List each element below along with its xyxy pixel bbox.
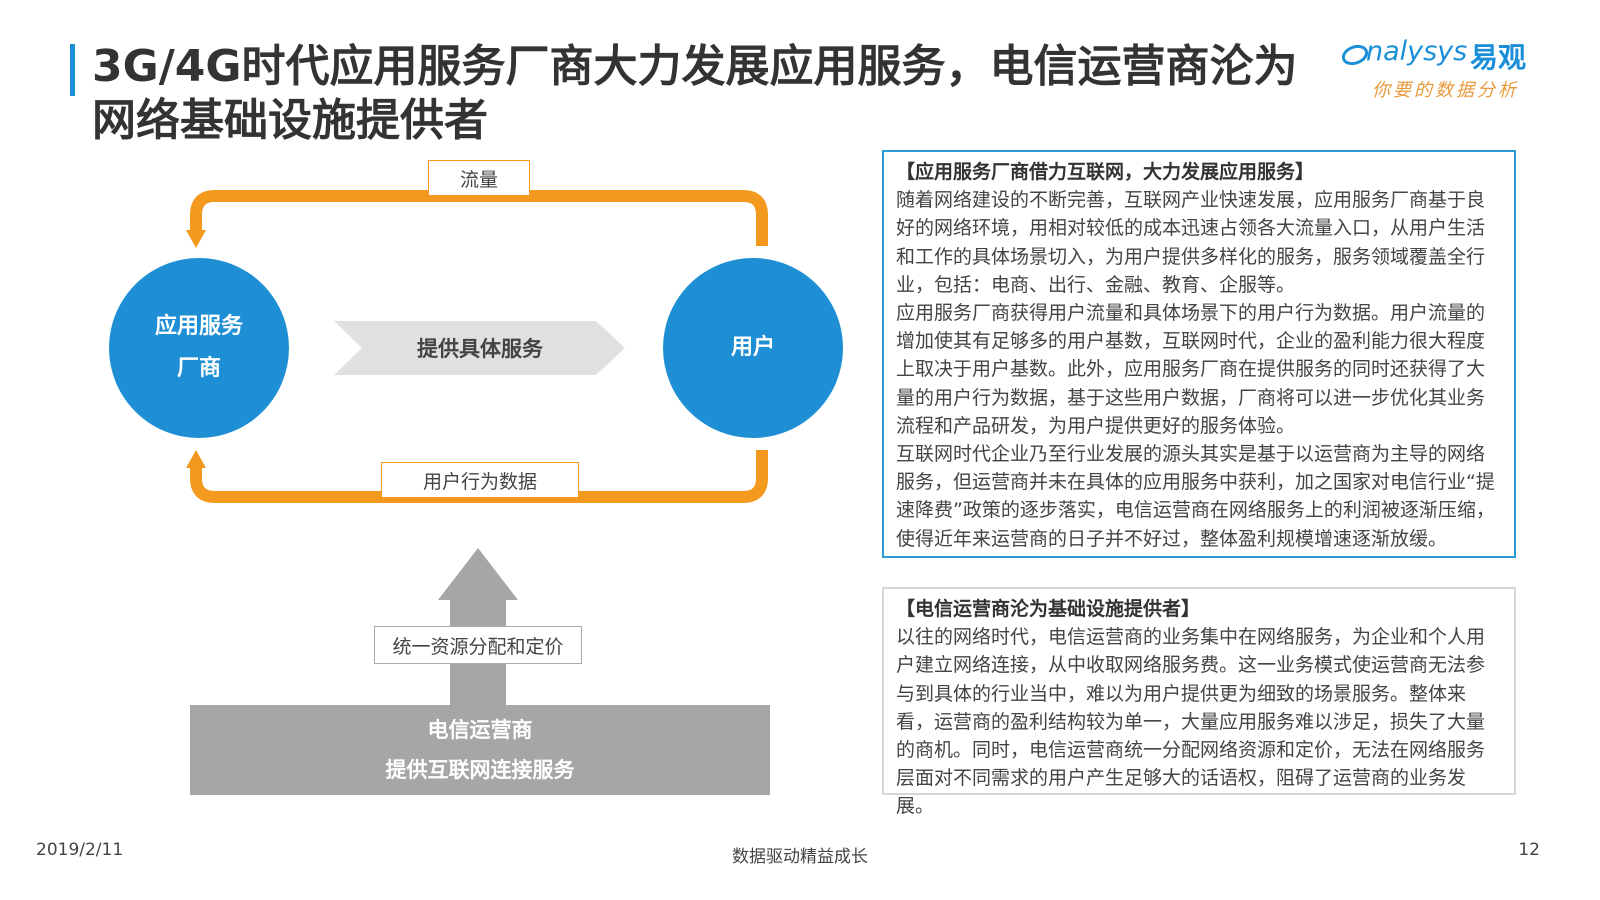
telecom-operator-box: 电信运营商 提供互联网连接服务	[190, 705, 770, 795]
telecom-panel: 【电信运营商沦为基础设施提供者】 以往的网络时代，电信运营商的业务集中在网络服务…	[882, 587, 1516, 817]
panel1-heading: 【应用服务厂商借力互联网，大力发展应用服务】	[896, 161, 1315, 183]
footer-slogan: 数据驱动精益成长	[732, 847, 868, 867]
telecom-label-1: 电信运营商	[427, 718, 533, 742]
traffic-label: 流量	[428, 160, 530, 196]
app-provider-panel: 【应用服务厂商借力互联网，大力发展应用服务】 随着网络建设的不断完善，互联网产业…	[882, 150, 1516, 558]
logo-brand-cn: 易观	[1470, 41, 1527, 74]
panel2-heading: 【电信运营商沦为基础设施提供者】	[896, 598, 1201, 620]
user-label: 用户	[730, 335, 775, 360]
panel1-paragraph-2: 应用服务厂商获得用户流量和具体场景下的用户行为数据。用户流量的增加使其有足够多的…	[896, 302, 1486, 437]
top-flow-arrowhead	[186, 230, 206, 248]
title-accent-bar	[70, 44, 75, 96]
service-label: 提供具体服务	[417, 337, 543, 361]
panel2-paragraph-1: 以往的网络时代，电信运营商的业务集中在网络服务，为企业和个人用户建立网络连接，从…	[896, 626, 1486, 818]
page-title-line2: 网络基础设施提供者	[92, 95, 488, 146]
page-title-line1: 3G/4G时代应用服务厂商大力发展应用服务，电信运营商沦为	[92, 41, 1298, 92]
logo-swoosh-icon	[1341, 44, 1369, 66]
pricing-label: 统一资源分配和定价	[374, 626, 582, 664]
app-provider-circle: 应用服务 厂商	[109, 258, 289, 438]
page-number: 12	[1518, 840, 1540, 860]
logo-tagline: 你要的数据分析	[1372, 80, 1519, 101]
bottom-flow-arrowhead	[186, 450, 206, 468]
top-flow-arrow	[190, 190, 768, 246]
user-circle: 用户	[663, 258, 843, 438]
panel1-paragraph-1: 随着网络建设的不断完善，互联网产业快速发展，应用服务厂商基于良好的网络环境，用相…	[896, 189, 1486, 296]
logo-brand-en: nalysys	[1366, 36, 1468, 67]
user-behavior-data-label: 用户行为数据	[381, 462, 579, 498]
analysys-logo: nalysys 易观 你要的数据分析	[1340, 36, 1540, 106]
telecom-label-2: 提供互联网连接服务	[385, 758, 575, 782]
panel1-paragraph-3: 互联网时代企业乃至行业发展的源头其实是基于以运营商为主导的网络服务，但运营商并未…	[896, 443, 1495, 550]
app-provider-label-2: 厂商	[176, 356, 221, 381]
page-title: 3G/4G时代应用服务厂商大力发展应用服务，电信运营商沦为 网络基础设施提供者	[92, 40, 1342, 148]
app-provider-label-1: 应用服务	[154, 314, 243, 339]
service-chevron	[334, 321, 625, 375]
footer-date: 2019/2/11	[36, 840, 124, 860]
